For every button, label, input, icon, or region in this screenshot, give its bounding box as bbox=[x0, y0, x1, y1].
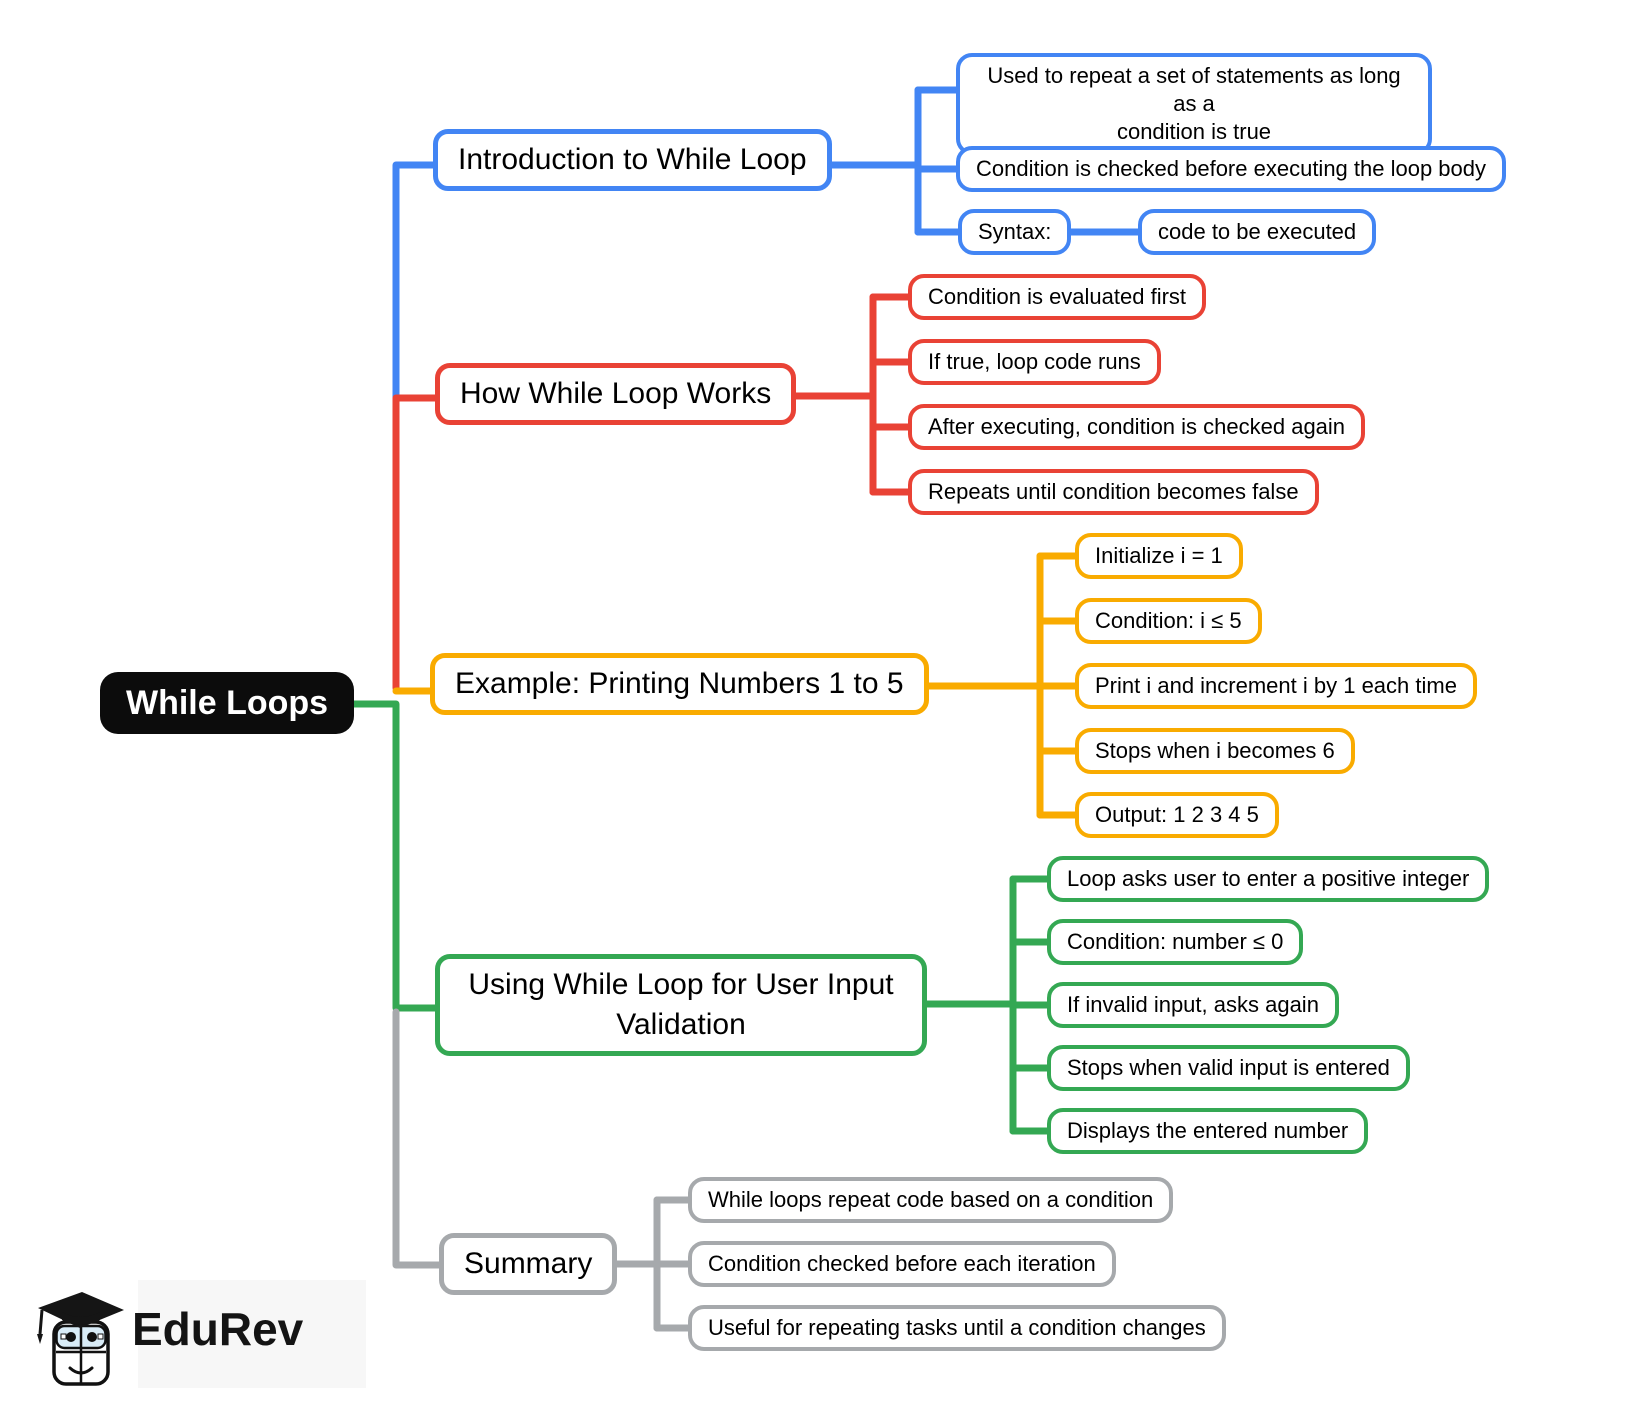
how-child-if-true-node[interactable]: If true, loop code runs bbox=[908, 339, 1161, 385]
syntax-code-node[interactable]: code to be executed bbox=[1138, 209, 1377, 255]
example-child-stops-node[interactable]: Stops when i becomes 6 bbox=[1075, 728, 1355, 774]
edurev-wordmark: EduRev bbox=[132, 1303, 304, 1355]
validation-child-asks-integer-node[interactable]: Loop asks user to enter a positive integ… bbox=[1047, 856, 1490, 902]
example-child-output-node[interactable]: Output: 1 2 3 4 5 bbox=[1075, 792, 1279, 838]
topic-how-works-node[interactable]: How While Loop Works bbox=[435, 363, 797, 425]
validation-child-condition-node[interactable]: Condition: number ≤ 0 bbox=[1047, 919, 1304, 965]
validation-child-invalid-node[interactable]: If invalid input, asks again bbox=[1047, 982, 1339, 1028]
topic-example-node[interactable]: Example: Printing Numbers 1 to 5 bbox=[430, 653, 929, 715]
how-child-evaluated-first-node[interactable]: Condition is evaluated first bbox=[908, 274, 1207, 320]
intro-child-syntax-node[interactable]: Syntax: bbox=[958, 209, 1072, 255]
summary-child-checked-node[interactable]: Condition checked before each iteration bbox=[688, 1241, 1116, 1287]
root-node-while-loops[interactable]: While Loops bbox=[100, 672, 355, 734]
edurev-mascot-icon bbox=[37, 1292, 124, 1386]
intro-child-condition-checked-node[interactable]: Condition is checked before executing th… bbox=[956, 146, 1507, 192]
logo-background bbox=[138, 1280, 366, 1388]
topic-summary-node[interactable]: Summary bbox=[439, 1233, 618, 1295]
summary-child-useful-node[interactable]: Useful for repeating tasks until a condi… bbox=[688, 1305, 1226, 1351]
example-child-print-increment-node[interactable]: Print i and increment i by 1 each time bbox=[1075, 663, 1477, 709]
trunk-connector-red bbox=[392, 394, 474, 692]
how-child-repeats-node[interactable]: Repeats until condition becomes false bbox=[908, 469, 1319, 515]
how-child-after-executing-node[interactable]: After executing, condition is checked ag… bbox=[908, 404, 1366, 450]
edurev-logo: EduRev bbox=[28, 1278, 366, 1396]
example-child-condition-node[interactable]: Condition: i ≤ 5 bbox=[1075, 598, 1262, 644]
example-child-initialize-node[interactable]: Initialize i = 1 bbox=[1075, 533, 1243, 579]
topic-introduction-node[interactable]: Introduction to While Loop bbox=[433, 129, 832, 191]
summary-child-repeat-node[interactable]: While loops repeat code based on a condi… bbox=[688, 1177, 1174, 1223]
validation-child-stops-node[interactable]: Stops when valid input is entered bbox=[1047, 1045, 1410, 1091]
validation-child-displays-node[interactable]: Displays the entered number bbox=[1047, 1108, 1369, 1154]
topic-input-validation-node[interactable]: Using While Loop for User Input Validati… bbox=[435, 954, 927, 1056]
trunk-connector-green bbox=[332, 700, 474, 1012]
intro-child-repeat-node[interactable]: Used to repeat a set of statements as lo… bbox=[956, 53, 1432, 155]
